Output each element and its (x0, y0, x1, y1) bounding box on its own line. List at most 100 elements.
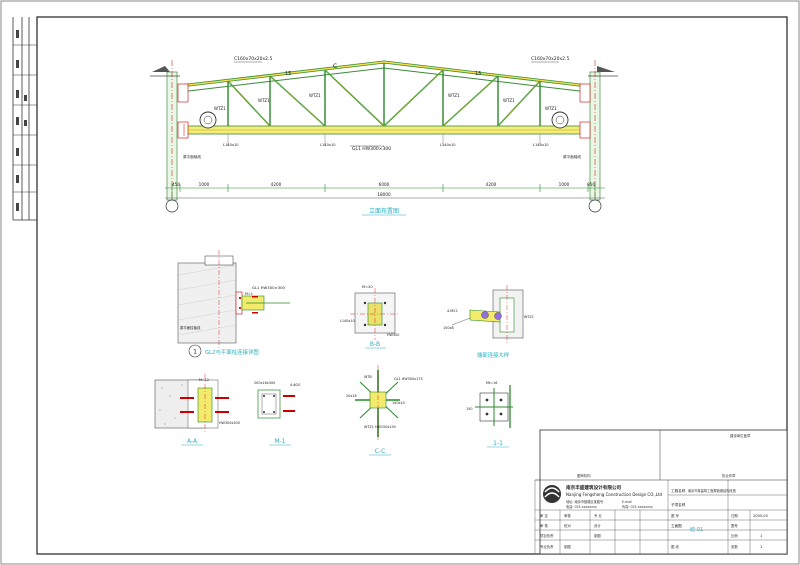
svg-text:WTB: WTB (364, 375, 372, 379)
svg-text:电话: 025-xxxxxxxx: 电话: 025-xxxxxxxx (566, 504, 597, 509)
svg-text:WTZ1: WTZ1 (258, 98, 270, 103)
svg-text:L140x10: L140x10 (533, 143, 549, 147)
company-name-en: Nanjing Fengsheng Construction Design CO… (566, 492, 663, 497)
detail-aa: M=12 HW300x300 A-A (154, 374, 240, 446)
title-sheet: 1 (760, 545, 762, 549)
svg-text:WTZ1: WTZ1 (214, 106, 226, 111)
svg-text:审 核: 审 核 (540, 523, 548, 528)
detail-m1: 200x16x300 4-Φ20 M-1 (254, 381, 300, 446)
svg-text:日期: 日期 (731, 513, 738, 518)
slope-label-left: 15 (285, 71, 291, 77)
svg-text:20x16: 20x16 (346, 394, 357, 398)
svg-text:专 业: 专 业 (594, 513, 602, 518)
svg-text:4200: 4200 (271, 182, 282, 187)
svg-text:M-1: M-1 (274, 438, 285, 445)
svg-text:L140x10: L140x10 (320, 143, 336, 147)
svg-text:WTZ1 HW150x150: WTZ1 HW150x150 (364, 425, 396, 429)
svg-text:4-M22: 4-M22 (447, 309, 458, 313)
svg-text:建设单位盖章: 建设单位盖章 (730, 433, 751, 438)
svg-text:WTZ1: WTZ1 (448, 93, 460, 98)
svg-text:项目负责: 项目负责 (540, 533, 554, 538)
svg-text:WTZ1: WTZ1 (309, 93, 321, 98)
svg-text:1000: 1000 (199, 182, 210, 187)
dimension-values: 450 1000 4200 6000 4200 1000 950 18000 (172, 182, 595, 197)
company-logo (543, 485, 561, 503)
svg-text:950: 950 (587, 182, 595, 187)
svg-text:1000: 1000 (559, 182, 570, 187)
svg-text:工程名称: 工程名称 (671, 488, 686, 493)
svg-text:图 纸: 图 纸 (671, 544, 679, 549)
grid-bubble-left (165, 199, 179, 213)
svg-text:GL1 HW300x175: GL1 HW300x175 (394, 377, 423, 381)
bottom-chord-label: GL1 HW300×300 (352, 146, 391, 152)
svg-text:4200: 4200 (486, 182, 497, 187)
svg-text:WTZ1: WTZ1 (545, 106, 557, 111)
svg-text:图号: 图号 (731, 523, 738, 528)
svg-text:A-A: A-A (187, 438, 198, 445)
member-labels: WTZ1 WTZ1 WTZ1 WTZ1 WTZ1 WTZ1 (214, 93, 557, 111)
end-connection-left (177, 83, 217, 139)
svg-text:图 号: 图 号 (671, 513, 679, 518)
svg-text:传真: 025-xxxxxxxx: 传真: 025-xxxxxxxx (622, 504, 653, 509)
svg-text:4-Φ20: 4-Φ20 (290, 383, 300, 387)
svg-text:6000: 6000 (379, 182, 390, 187)
svg-text:L140x10: L140x10 (223, 143, 239, 147)
detail-11: Mt=16 150 1-1 (466, 381, 513, 448)
svg-text:1: 1 (193, 349, 197, 356)
detail-gl2: GL1 HW300×300 M=1 原平面柱轴线 1 GL2与平面柱连接详图 (177, 250, 290, 358)
truss-elevation: C160x70x20x2.5 C160x70x20x2.5 15 15 C GL… (150, 56, 618, 216)
svg-text:地址: 南京市鼓楼区某路号: 地址: 南京市鼓楼区某路号 (566, 499, 603, 504)
elevation-title: 立面布置图 (369, 207, 399, 215)
company-name-cn: 南京丰盛建筑设计有限公司 (566, 484, 622, 491)
svg-text:150x8: 150x8 (443, 326, 454, 330)
svg-text:200x16x300: 200x16x300 (254, 381, 275, 385)
svg-text:WTZ1: WTZ1 (524, 315, 534, 319)
title-date: 2005.05 (753, 514, 768, 518)
svg-text:M=20: M=20 (362, 285, 373, 289)
svg-text:制图: 制图 (594, 533, 601, 538)
title-block: 南京丰盛建筑设计有限公司 Nanjing Fengsheng Construct… (534, 429, 788, 555)
svg-text:Mt=16: Mt=16 (486, 381, 497, 385)
svg-text:原平面轴线: 原平面轴线 (183, 154, 201, 159)
svg-text:HW300: HW300 (387, 333, 399, 337)
svg-text:GL1 HW300×300: GL1 HW300×300 (252, 285, 286, 290)
detail-cc: WTB GL1 HW300x175 20x16 150x10 WTZ1 HW15… (346, 365, 423, 456)
svg-text:审核: 审核 (564, 513, 571, 518)
section-mark-c: C (333, 63, 337, 70)
svg-text:150x10: 150x10 (392, 401, 405, 405)
svg-text:E-mail: E-mail (622, 500, 632, 504)
svg-text:150: 150 (466, 407, 472, 411)
svg-text:18000: 18000 (377, 192, 391, 197)
svg-text:审 定: 审 定 (540, 513, 548, 518)
grid-bubble-right (588, 199, 602, 213)
svg-text:子项名称: 子项名称 (671, 502, 686, 507)
dimension-line (165, 184, 605, 200)
svg-text:L140x10: L140x10 (440, 143, 456, 147)
detail-bb: M=20 L140x10 HW300 B-B (340, 285, 400, 349)
binding-strip (12, 17, 37, 221)
drawing-title-label: 立面图 (671, 523, 682, 528)
svg-text:M=1: M=1 (245, 292, 253, 296)
svg-text:制图: 制图 (564, 544, 571, 549)
svg-text:图审机构: 图审机构 (577, 473, 591, 478)
svg-text:L140x10: L140x10 (340, 319, 355, 323)
purlin-label-left: C160x70x20x2.5 (234, 56, 272, 62)
drawing-number: 结-01 (690, 526, 703, 533)
svg-text:原平面轴线: 原平面轴线 (563, 154, 581, 159)
detail-gl2-label: GL2与平面柱连接详图 (205, 348, 259, 356)
drawing-border (36, 16, 788, 555)
end-connection-right (551, 83, 591, 139)
svg-text:HW300x300: HW300x300 (219, 421, 240, 425)
svg-text:原平面柱轴线: 原平面柱轴线 (180, 325, 201, 330)
svg-text:端部连接大样: 端部连接大样 (477, 351, 510, 359)
svg-text:南京市某建筑工程屋面钢结构改造: 南京市某建筑工程屋面钢结构改造 (688, 488, 737, 493)
svg-text:专业负责: 专业负责 (540, 544, 554, 549)
svg-text:设计: 设计 (594, 523, 601, 528)
title-scale: 1 (760, 534, 762, 538)
svg-text:WTZ1: WTZ1 (503, 98, 515, 103)
svg-text:450: 450 (172, 182, 180, 187)
svg-text:C-C: C-C (375, 448, 386, 455)
svg-text:M=12: M=12 (199, 378, 209, 382)
detail-support: 150x8 WTZ1 4-M22 端部连接大样 (443, 285, 534, 359)
